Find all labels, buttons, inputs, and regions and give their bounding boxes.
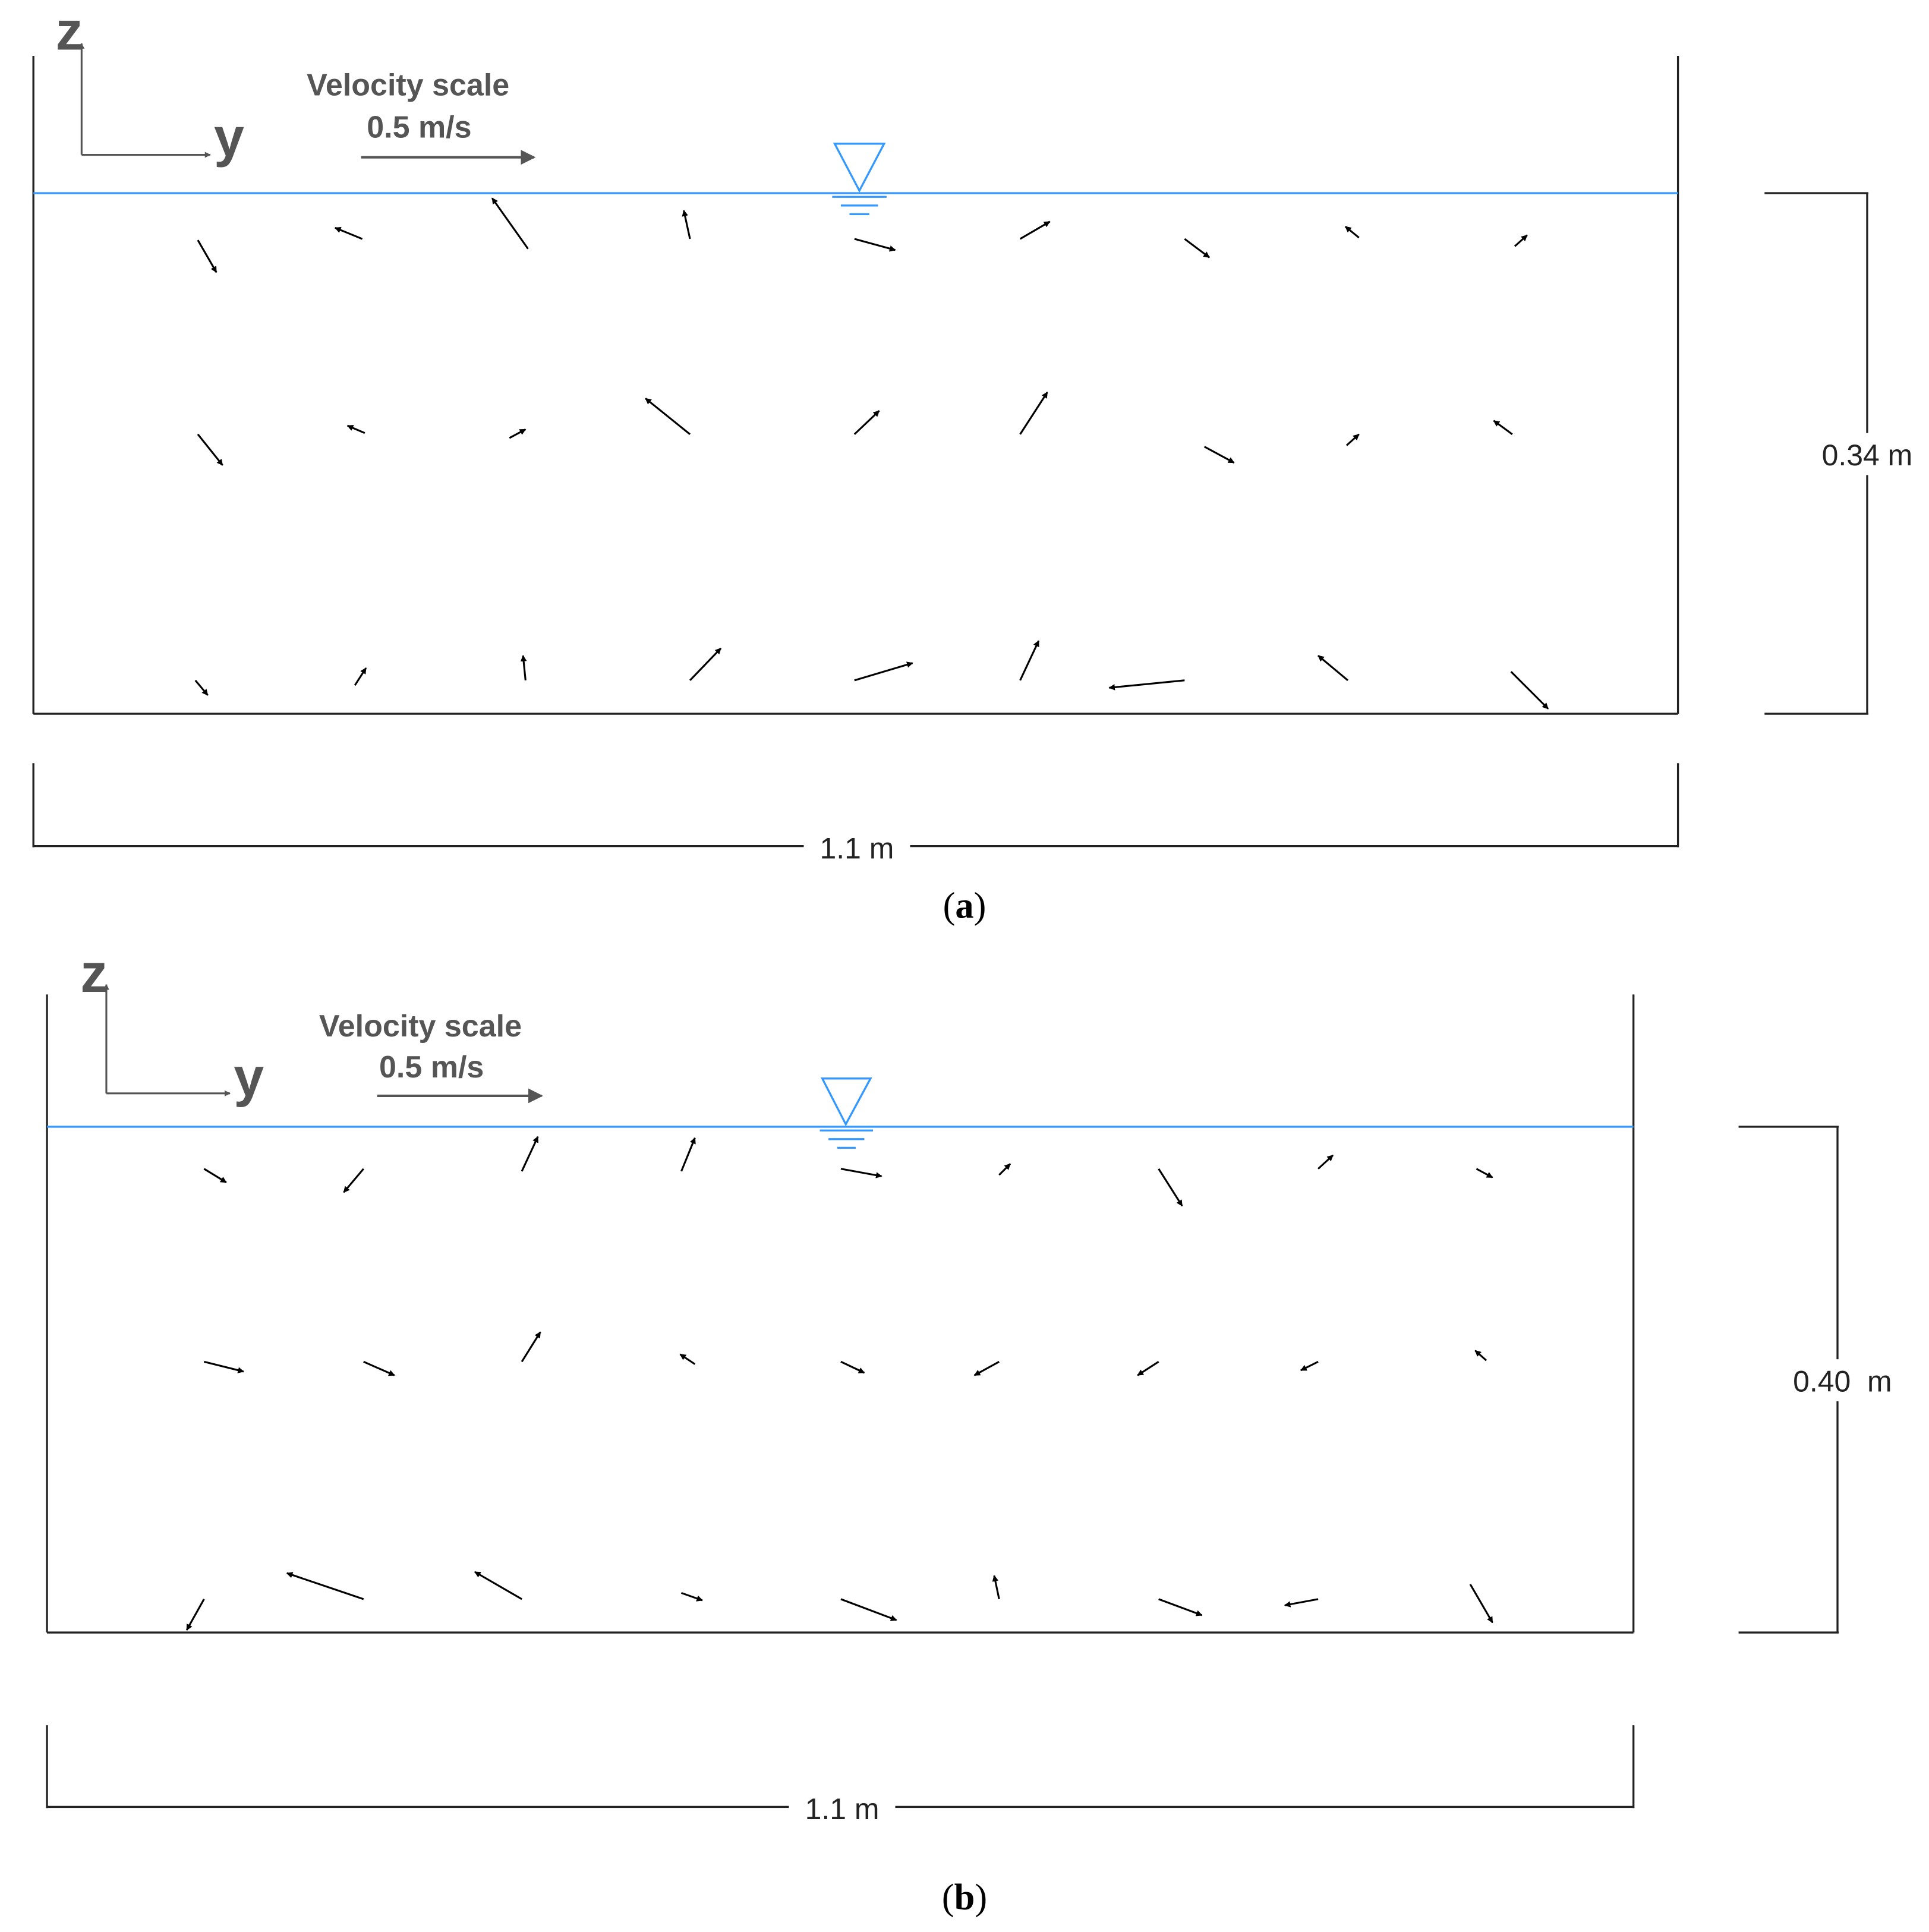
velocity-vector (197, 239, 218, 273)
velocity-vector (363, 1360, 395, 1376)
velocity-vector (1300, 1360, 1319, 1372)
velocity-vector (680, 1137, 696, 1172)
velocity-vector (1158, 1598, 1203, 1616)
velocity-vector (645, 398, 691, 435)
velocity-vector (973, 1360, 1000, 1376)
depth-label: 0.34 m (1822, 439, 1913, 472)
velocity-vector (354, 667, 367, 686)
velocity-vector (203, 1168, 227, 1183)
velocity-scale-value: 0.5 m/s (367, 110, 471, 144)
velocity-vector (1184, 238, 1210, 259)
velocity-vector (1474, 1350, 1487, 1361)
velocity-vector (1108, 679, 1185, 691)
axis-z-label: z (80, 943, 108, 1004)
panel-b: z y Velocity scale 0.5 m/s (46, 943, 1905, 1918)
velocity-vector (1510, 671, 1549, 710)
velocity-vector (679, 1353, 696, 1365)
velocity-vector (682, 210, 691, 239)
velocity-vector (1344, 225, 1360, 239)
velocity-vector (1493, 420, 1513, 436)
axis-y-label: y (214, 108, 244, 168)
velocity-vector (1158, 1168, 1183, 1207)
velocity-vector (992, 1575, 1000, 1600)
velocity-vector (474, 1571, 522, 1600)
velocity-vector (334, 226, 363, 240)
velocity-vector (197, 433, 223, 466)
velocity-vector (491, 197, 529, 250)
velocity-vector (343, 1168, 364, 1193)
axis-z-label: z (56, 1, 83, 62)
velocity-vector (509, 428, 527, 439)
velocity-vector (1137, 1361, 1159, 1376)
velocity-vector (840, 1168, 882, 1178)
velocity-vector (286, 1572, 364, 1600)
velocity-scale-title: Velocity scale (319, 1009, 522, 1044)
axes-icon-a: z y (56, 1, 244, 168)
velocity-vector (840, 1598, 897, 1621)
velocity-vector (1345, 433, 1360, 446)
velocity-vector (854, 661, 913, 682)
width-label: 1.1 m (805, 1792, 880, 1826)
depth-label: 0.40 m (1793, 1364, 1892, 1398)
velocity-scale-a: Velocity scale 0.5 m/s (307, 68, 536, 165)
axis-y-label: y (234, 1047, 264, 1108)
subfigure-label-b: (b) (942, 1876, 987, 1918)
water-level-icon (832, 143, 887, 216)
velocity-vector (185, 1599, 205, 1631)
water-level-icon (819, 1077, 874, 1149)
velocity-vector (520, 655, 527, 680)
depth-label-bg (1780, 1359, 1905, 1401)
velocity-vectors-a (194, 197, 1549, 710)
velocity-vector (521, 1331, 541, 1363)
velocity-vectors-b (185, 1136, 1493, 1631)
axes-icon-b: z y (80, 943, 264, 1108)
velocity-scale-title: Velocity scale (307, 68, 509, 103)
velocity-vector (1317, 1154, 1334, 1170)
velocity-scale-b: Velocity scale 0.5 m/s (319, 1009, 543, 1104)
velocity-vector (689, 647, 722, 681)
depth-label-bg (1808, 433, 1927, 475)
width-label-bg (789, 1787, 896, 1829)
width-label-bg (803, 826, 910, 869)
channel-frame-b (46, 994, 1635, 1634)
velocity-vector (1284, 1598, 1319, 1608)
velocity-vector (853, 410, 880, 435)
velocity-vector (680, 1591, 703, 1602)
subfigure-label-a: (a) (943, 884, 986, 926)
panel-a: z y Velocity scale 0.5 m/s (32, 1, 1927, 926)
velocity-vector (1019, 220, 1051, 240)
velocity-vector (1476, 1168, 1493, 1178)
velocity-vector (1203, 446, 1235, 464)
velocity-vector (346, 424, 365, 434)
velocity-vector (521, 1136, 539, 1172)
velocity-vector (840, 1360, 865, 1374)
velocity-vector (1469, 1584, 1493, 1624)
velocity-vector (1317, 655, 1349, 682)
velocity-vector (1514, 234, 1528, 247)
velocity-scale-value: 0.5 m/s (379, 1050, 484, 1085)
velocity-vector (194, 679, 209, 696)
velocity-vector (1019, 392, 1048, 435)
velocity-vector (854, 238, 896, 252)
velocity-vector (1019, 640, 1040, 681)
channel-frame-a (32, 56, 1679, 715)
velocity-vector (203, 1360, 244, 1373)
velocity-vector (998, 1163, 1011, 1176)
width-label: 1.1 m (820, 831, 894, 865)
